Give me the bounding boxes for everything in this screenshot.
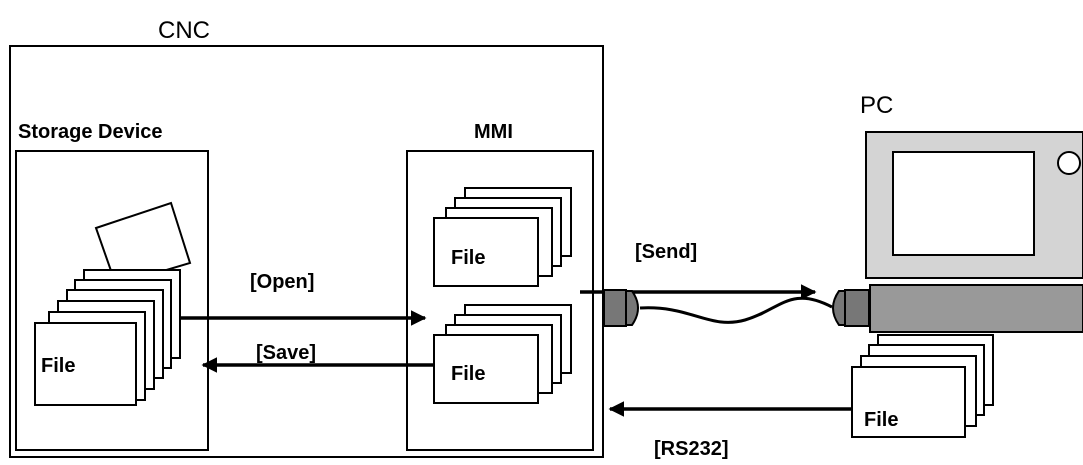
rs232-arrow-label: [RS232] — [654, 438, 728, 460]
send-arrow-label: [Send] — [635, 241, 697, 263]
opened-file-card — [94, 201, 192, 287]
mmi-save-file-label: File — [451, 363, 485, 385]
rs232-cable — [603, 289, 870, 327]
pc-base — [869, 284, 1083, 333]
external-file-label: File — [864, 409, 898, 431]
cnc-label: CNC — [158, 17, 210, 44]
right-connector-head — [832, 290, 846, 326]
pc-monitor — [865, 131, 1083, 279]
mmi-save-file-stack — [433, 304, 572, 404]
left-connector-head — [625, 290, 639, 326]
external-file-stack — [851, 334, 994, 438]
mmi-open-file-stack — [433, 187, 572, 287]
power-button-icon — [1057, 151, 1081, 175]
mmi-open-file-label: File — [451, 247, 485, 269]
save-arrow-label: [Save] — [256, 342, 316, 364]
monitor-screen — [892, 151, 1035, 256]
storage-file-label: File — [41, 355, 75, 377]
storage-file-stack — [34, 269, 181, 406]
right-connector-plug — [844, 289, 870, 327]
storage-device-label: Storage Device — [18, 121, 163, 143]
cnc-box — [9, 45, 604, 458]
left-connector-plug — [603, 289, 627, 327]
pc-label: PC — [860, 92, 893, 119]
mmi-label: MMI — [474, 121, 513, 143]
open-arrow-label: [Open] — [250, 271, 314, 293]
